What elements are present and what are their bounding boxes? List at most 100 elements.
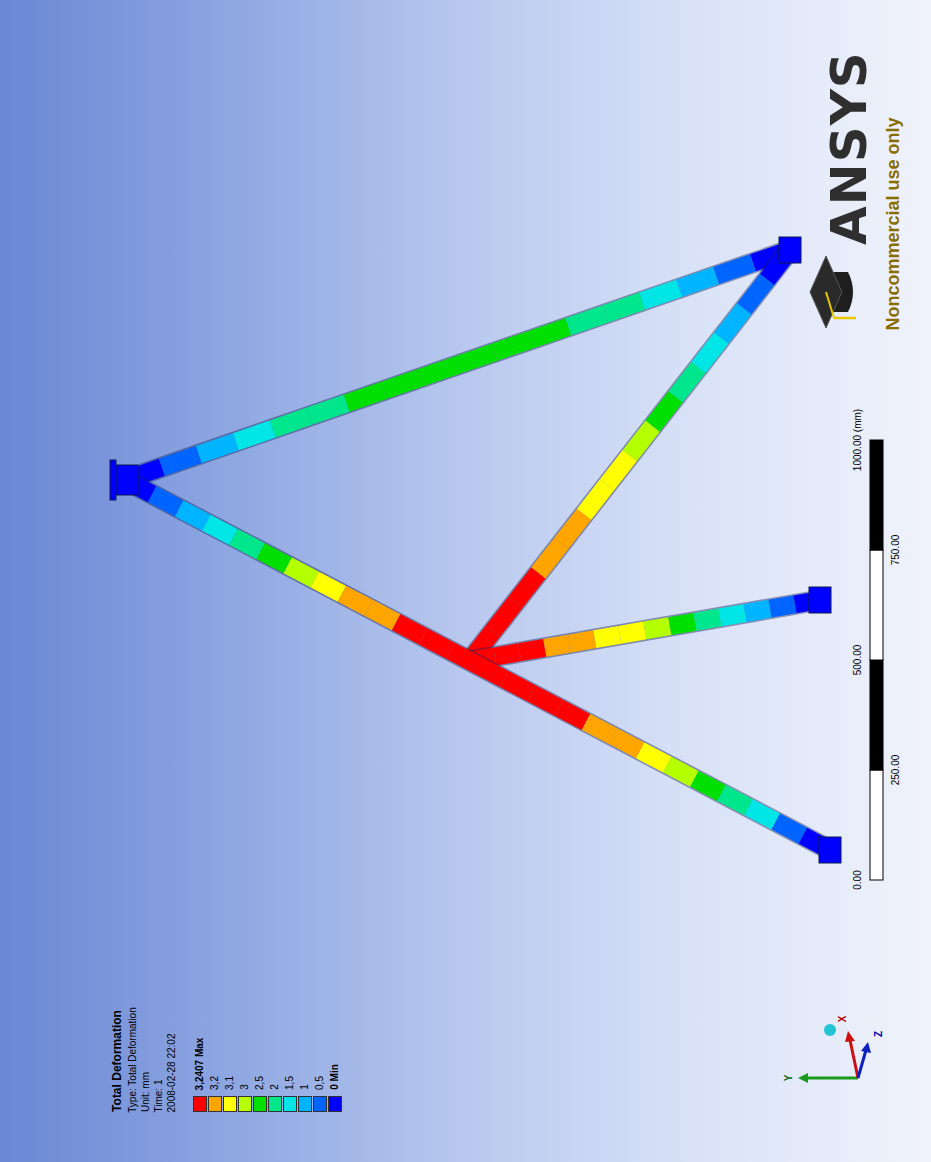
member-segment xyxy=(568,314,605,327)
support-end xyxy=(809,587,831,613)
member-segment xyxy=(595,635,620,639)
member-segment xyxy=(495,652,520,656)
member-segment xyxy=(613,736,640,750)
license-note: Noncommercial use only xyxy=(883,117,904,330)
unit-label: Unit: mm xyxy=(140,1072,152,1112)
member-segment xyxy=(776,822,803,836)
axis-label: Y xyxy=(783,1075,795,1082)
member-segment xyxy=(640,750,667,764)
member-segment xyxy=(607,455,630,484)
member-segment xyxy=(695,617,720,621)
z-axis-head xyxy=(861,1042,871,1053)
scale-value: 250.00 xyxy=(890,755,902,786)
member-segment xyxy=(770,604,795,608)
legend-swatch xyxy=(328,1096,342,1112)
scale-value: 0.00 xyxy=(852,870,864,889)
member-segment xyxy=(342,594,369,608)
y-axis-arrow xyxy=(806,1077,858,1080)
member-segment xyxy=(538,544,561,573)
member-segment xyxy=(559,708,586,722)
axis-label: Z xyxy=(873,1031,885,1037)
member-segment xyxy=(494,339,531,352)
axis-triad xyxy=(798,1024,871,1083)
member-segment xyxy=(620,630,645,634)
scale-segment xyxy=(870,440,883,550)
member-segment xyxy=(310,403,347,416)
member-segment xyxy=(233,537,260,551)
legend-swatch xyxy=(283,1096,297,1112)
apex-flange xyxy=(110,460,116,500)
member-segment xyxy=(679,276,716,289)
member-segment xyxy=(261,551,288,565)
time-label: Time: 1 xyxy=(153,1079,165,1112)
member-segment xyxy=(162,454,199,467)
member-segment xyxy=(288,565,315,579)
legend-value: 3,1 xyxy=(224,1076,236,1090)
scale-segment xyxy=(870,660,883,770)
member-segment xyxy=(722,793,749,807)
scale-value: 1000.00 (mm) xyxy=(852,409,864,471)
scale-segment xyxy=(870,770,883,880)
member-segment xyxy=(532,693,559,707)
member-segment xyxy=(676,367,699,396)
member-segment xyxy=(721,309,744,338)
member-segment xyxy=(667,765,694,779)
member-segment xyxy=(570,639,595,643)
member-segment xyxy=(179,508,206,522)
cap-tassel xyxy=(834,317,856,320)
member-segment xyxy=(720,613,745,617)
legend-swatch xyxy=(238,1096,252,1112)
legend-swatch xyxy=(268,1096,282,1112)
member-segment xyxy=(745,609,770,613)
member-segment xyxy=(478,665,505,679)
legend-value: 1 xyxy=(299,1084,311,1090)
member-outline xyxy=(470,600,820,661)
member-segment xyxy=(347,391,384,404)
truss-structure xyxy=(110,237,841,863)
member-segment xyxy=(749,807,776,821)
member-segment xyxy=(515,573,538,602)
member-segment xyxy=(586,722,613,736)
legend-swatch xyxy=(193,1096,207,1112)
member-segment xyxy=(520,648,545,652)
member-segment xyxy=(505,679,532,693)
member-outline xyxy=(470,250,790,661)
member-segment xyxy=(450,651,477,665)
legend-value: 2 xyxy=(269,1084,281,1090)
member-segment xyxy=(716,263,753,276)
member-segment xyxy=(206,523,233,537)
legend-value: 2,5 xyxy=(254,1076,266,1090)
member-segment xyxy=(645,626,670,630)
member-segment xyxy=(396,622,423,636)
timestamp: 2008-02-28 22:02 xyxy=(166,1033,178,1112)
scale-value: 500.00 xyxy=(852,645,864,676)
scale-bar xyxy=(870,440,883,880)
y-axis-head xyxy=(798,1073,808,1083)
logo-wordmark: ANSYS xyxy=(821,51,879,245)
member-segment xyxy=(694,779,721,793)
member-segment xyxy=(584,485,607,514)
member-segment xyxy=(199,442,236,455)
member-segment xyxy=(152,494,179,508)
scale-value: 750.00 xyxy=(890,535,902,566)
member-segment xyxy=(642,288,679,301)
legend-swatch xyxy=(208,1096,222,1112)
legend-value: 1,5 xyxy=(284,1076,296,1090)
z-axis-arrow xyxy=(858,1050,866,1078)
legend-value: 0 Min xyxy=(329,1064,341,1090)
member-segment xyxy=(744,279,767,308)
view-sphere xyxy=(824,1024,836,1036)
legend-swatch xyxy=(223,1096,237,1112)
support-end xyxy=(779,237,801,263)
logo-cap-icon xyxy=(810,256,856,328)
member-segment xyxy=(493,602,516,631)
member-segment xyxy=(545,644,570,648)
legend-swatch xyxy=(253,1096,267,1112)
member-segment xyxy=(384,378,421,391)
support-end xyxy=(819,837,841,863)
result-title: Total Deformation xyxy=(111,1010,125,1112)
member-segment xyxy=(653,397,676,426)
member-segment xyxy=(698,338,721,367)
